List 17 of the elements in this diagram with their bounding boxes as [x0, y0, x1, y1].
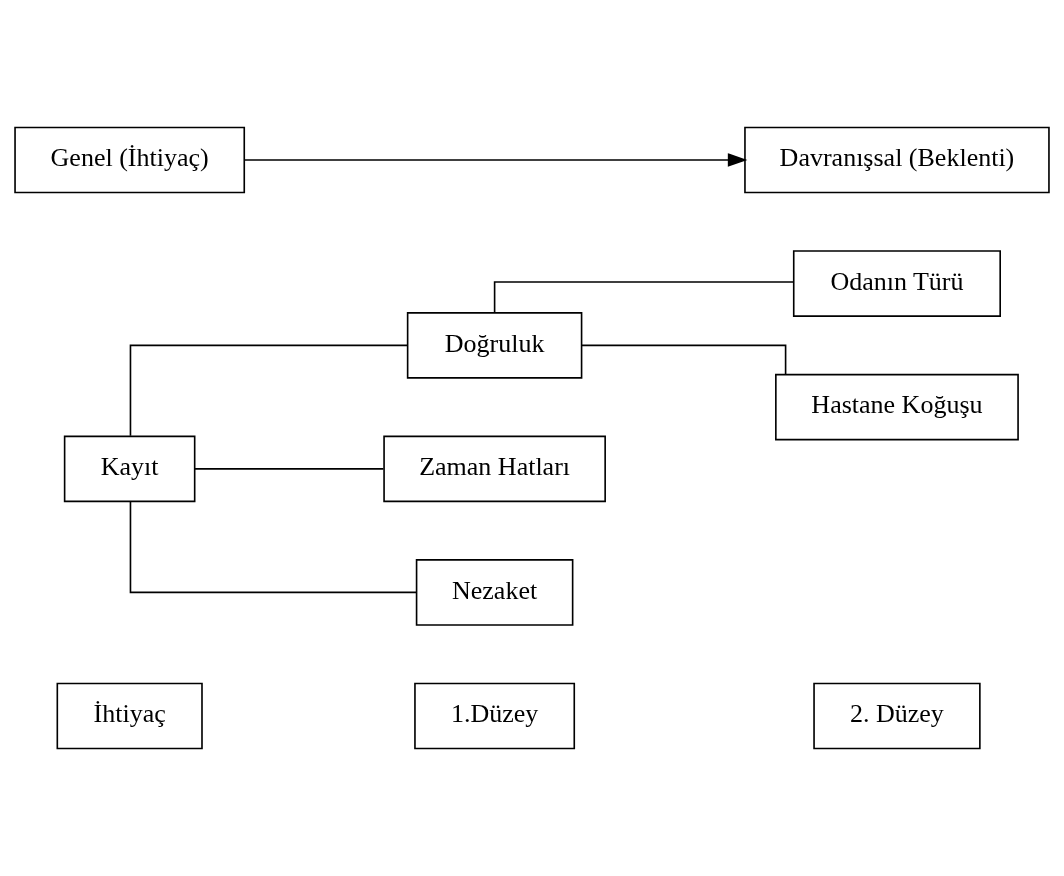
node-box: Zaman Hatları [383, 435, 606, 503]
node-box: Genel (İhtiyaç) [14, 126, 246, 194]
node-box: Nezaket [415, 559, 574, 626]
arrow [243, 153, 748, 167]
node-box: 2. Düzey [813, 682, 981, 750]
node-box: Kayıt [63, 435, 196, 503]
node-box: Odanın Türü [792, 250, 1001, 317]
node-box: Hastane Koğuşu [775, 373, 1019, 441]
connector [129, 344, 409, 437]
connector [129, 501, 418, 594]
connector [194, 468, 385, 470]
node-box: İhtiyaç [56, 682, 203, 750]
connector [581, 344, 787, 375]
node-box: Doğruluk [406, 312, 583, 379]
connector [493, 281, 795, 313]
node-box: 1.Düzey [414, 682, 576, 750]
node-box: Davranışsal (Beklenti) [744, 126, 1050, 194]
